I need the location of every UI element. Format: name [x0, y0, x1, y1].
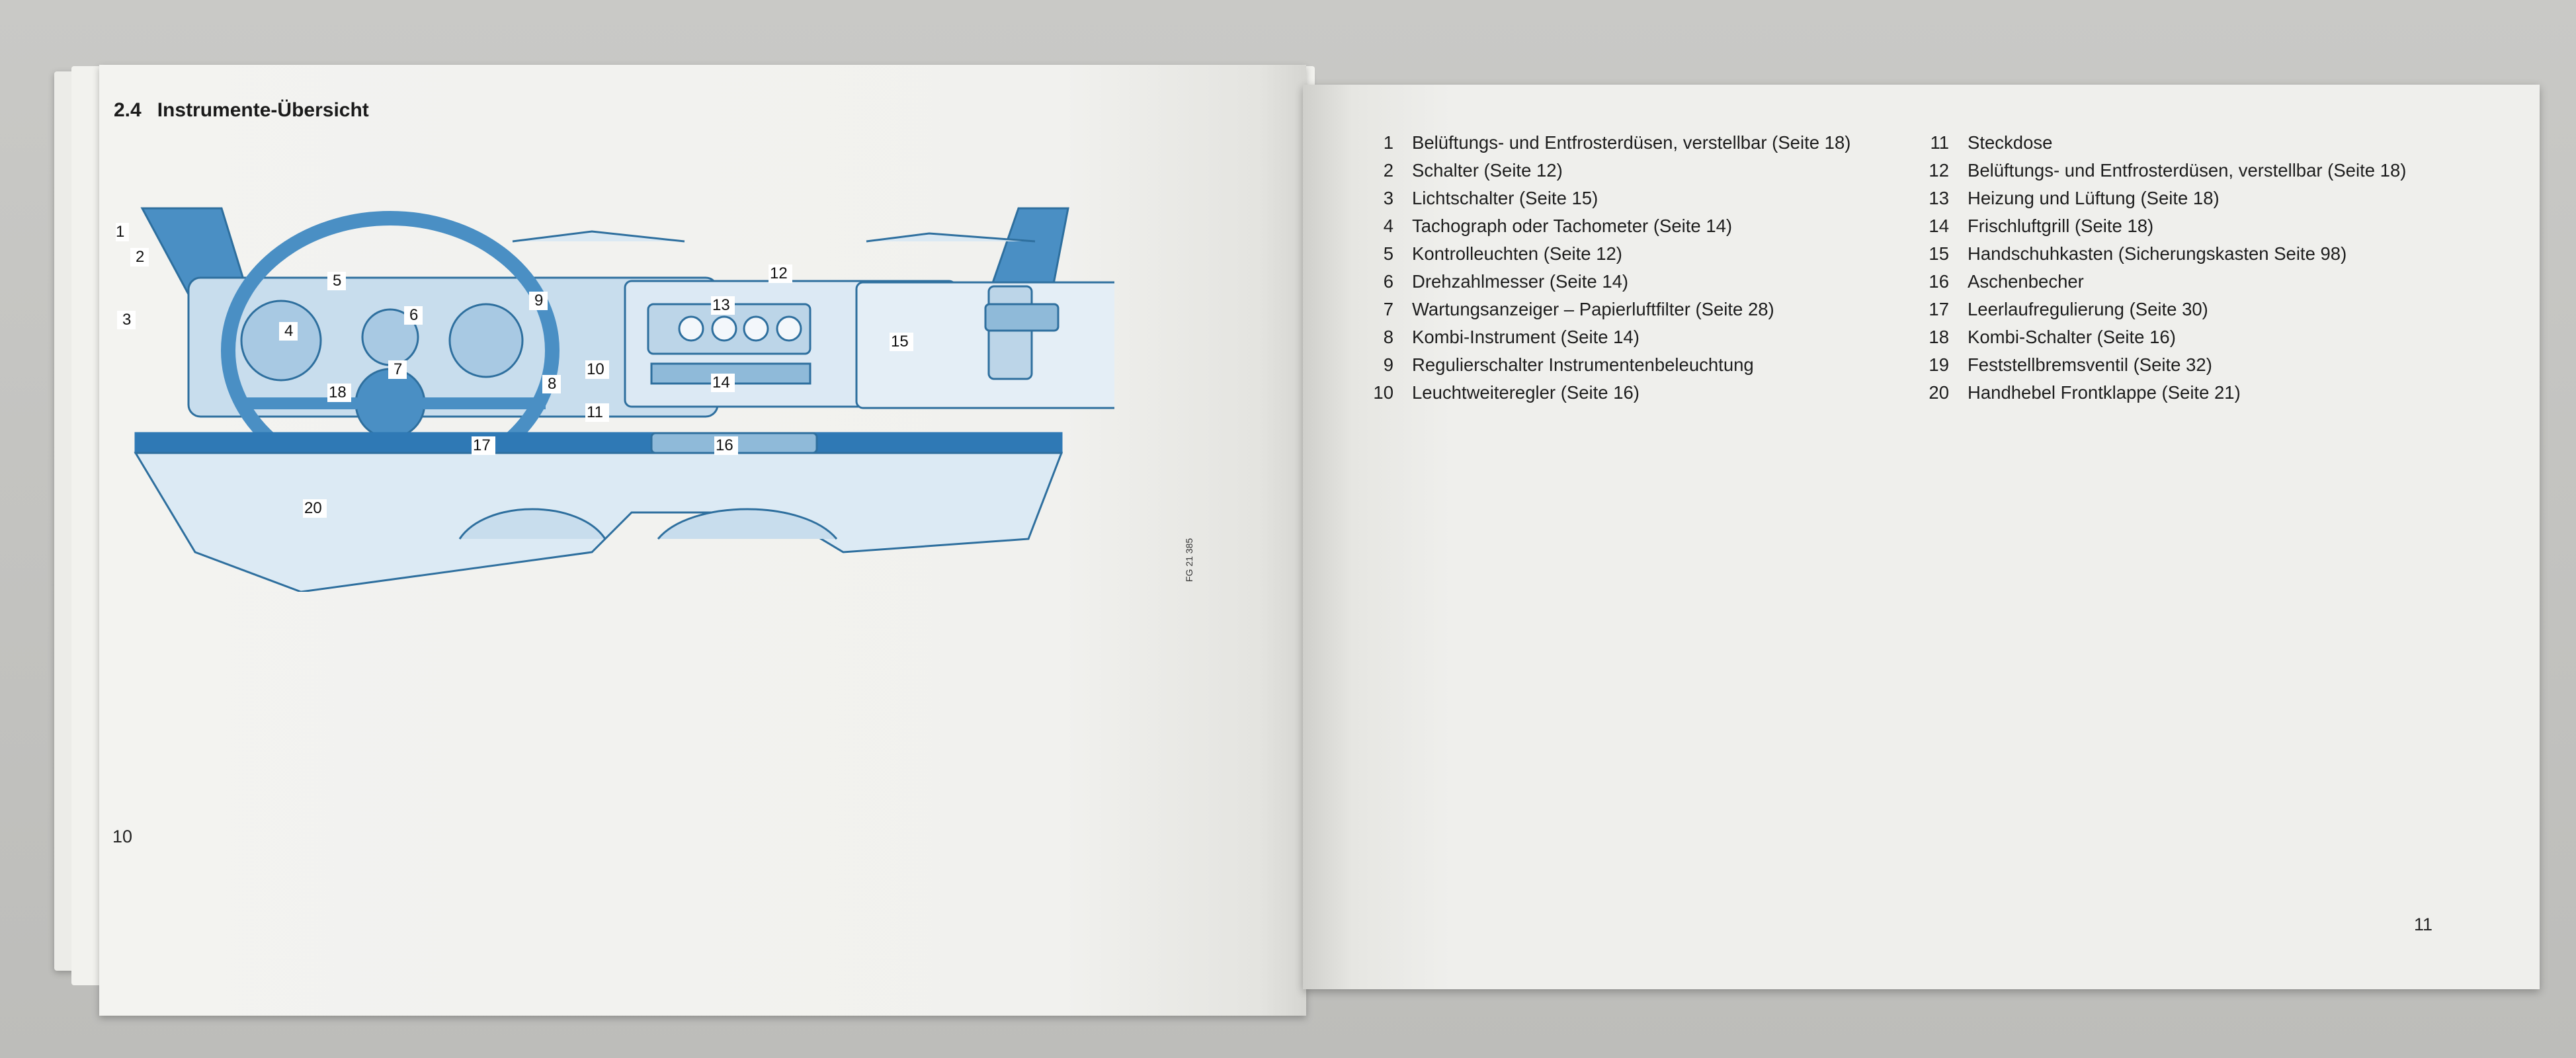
- legend-item: 6 Drehzahlmesser (Seite 14): [1359, 268, 1850, 296]
- legend-number: 14: [1929, 216, 1949, 236]
- legend-column-left: 1 Belüftungs- und Entfrosterdüsen, verste…: [1359, 129, 1850, 407]
- callout-2: 2: [136, 248, 144, 266]
- page-number-left: 10: [112, 827, 133, 846]
- legend-number: 8: [1383, 327, 1393, 347]
- section-number: 2.4: [114, 99, 142, 121]
- legend-number: 18: [1929, 327, 1949, 347]
- legend-item: 12 Belüftungs- und Entfrosterdüsen, verst…: [1915, 157, 2406, 184]
- legend-text: Aschenbecher: [1968, 271, 2084, 292]
- legend-text: Belüftungs- und Entfrosterdüsen, verstel…: [1968, 160, 2407, 181]
- legend-number: 10: [1373, 382, 1393, 403]
- legend-item: 9 Regulierschalter Instrumentenbeleuchtun…: [1359, 351, 1850, 379]
- legend-number: 19: [1929, 354, 1949, 375]
- legend-item: 8 Kombi-Instrument (Seite 14): [1359, 323, 1850, 351]
- legend-text: Leerlaufregulierung (Seite 30): [1968, 299, 2208, 319]
- legend-column-right: 11 Steckdose 12 Belüftungs- und Entfroster…: [1915, 129, 2406, 407]
- dashboard-illustration: 1 2 3 4 5 6 7 8 9 10 11 12 13 14 15 16 1…: [116, 207, 1114, 592]
- callout-10: 10: [587, 360, 604, 378]
- section-title: Instrumente-Übersicht: [157, 99, 369, 121]
- legend-text: Kontrolleuchten (Seite 12): [1412, 243, 1622, 264]
- legend-number: 11: [1930, 132, 1949, 153]
- callout-11: 11: [587, 403, 603, 421]
- legend-number: 5: [1383, 243, 1393, 264]
- legend-text: Lichtschalter (Seite 15): [1412, 188, 1599, 208]
- legend-number: 13: [1929, 188, 1949, 208]
- legend-item: 10 Leuchtweiteregler (Seite 16): [1359, 379, 1850, 407]
- callout-7: 7: [394, 360, 402, 378]
- callout-14: 14: [712, 374, 730, 391]
- legend-text: Handhebel Frontklappe (Seite 21): [1968, 382, 2241, 403]
- legend-number: 12: [1929, 160, 1949, 181]
- legend-text: Leuchtweiteregler (Seite 16): [1412, 382, 1640, 403]
- legend-number: 9: [1383, 354, 1393, 375]
- legend-item: 17 Leerlaufregulierung (Seite 30): [1915, 296, 2406, 323]
- legend-text: Heizung und Lüftung (Seite 18): [1968, 188, 2220, 208]
- callout-1: 1: [116, 223, 124, 241]
- callout-6: 6: [409, 306, 418, 324]
- legend-number: 3: [1383, 188, 1393, 208]
- legend-number: 7: [1383, 299, 1393, 319]
- legend-text: Frischluftgrill (Seite 18): [1968, 216, 2154, 236]
- legend-item: 1 Belüftungs- und Entfrosterdüsen, verste…: [1359, 129, 1851, 157]
- legend-item: 18 Kombi-Schalter (Seite 16): [1915, 323, 2406, 351]
- legend-number: 4: [1383, 216, 1393, 236]
- legend-number: 20: [1929, 382, 1949, 403]
- callout-8: 8: [548, 375, 556, 393]
- callout-9: 9: [534, 292, 543, 309]
- callout-5: 5: [333, 272, 341, 290]
- callout-15: 15: [891, 333, 909, 350]
- legend-text: Kombi-Schalter (Seite 16): [1968, 327, 2176, 347]
- legend-text: Regulierschalter Instrumentenbeleuchtung: [1412, 354, 1754, 375]
- legend-text: Handschuhkasten (Sicherungskasten Seite …: [1968, 243, 2347, 264]
- page-number-right: 11: [2414, 915, 2433, 934]
- legend-text: Belüftungs- und Entfrosterdüsen, verstel…: [1412, 132, 1851, 153]
- section-heading: 2.4 Instrumente-Übersicht: [114, 99, 369, 122]
- callout-17: 17: [473, 436, 491, 454]
- legend-item: 14 Frischluftgrill (Seite 18): [1915, 212, 2406, 240]
- legend-text: Kombi-Instrument (Seite 14): [1412, 327, 1640, 347]
- legend-item: 20 Handhebel Frontklappe (Seite 21): [1915, 379, 2406, 407]
- legend-item: 13 Heizung und Lüftung (Seite 18): [1915, 184, 2406, 212]
- legend-item: 15 Handschuhkasten (Sicherungskasten Seit…: [1915, 240, 2406, 268]
- legend-item: 3 Lichtschalter (Seite 15): [1359, 184, 1850, 212]
- figure-code: FG 21 385: [1184, 538, 1194, 582]
- legend-text: Schalter (Seite 12): [1412, 160, 1563, 181]
- legend-item: 16 Aschenbecher: [1915, 268, 2406, 296]
- right-page: [1303, 85, 2540, 989]
- legend-number: 16: [1929, 271, 1949, 292]
- legend-text: Steckdose: [1968, 132, 2053, 153]
- callout-3: 3: [122, 311, 131, 329]
- callout-13: 13: [712, 296, 730, 314]
- legend-text: Drehzahlmesser (Seite 14): [1412, 271, 1629, 292]
- legend-number: 17: [1929, 299, 1949, 319]
- legend-item: 7 Wartungsanzeiger – Papierluftfilter (Se…: [1359, 296, 1850, 323]
- legend-text: Feststellbremsventil (Seite 32): [1968, 354, 2212, 375]
- legend-text: Tachograph oder Tachometer (Seite 14): [1412, 216, 1733, 236]
- legend-item: 2 Schalter (Seite 12): [1359, 157, 1850, 184]
- legend-item: 5 Kontrolleuchten (Seite 12): [1359, 240, 1850, 268]
- callout-18: 18: [329, 384, 347, 401]
- legend-item: 11 Steckdose: [1915, 129, 2406, 157]
- callout-4: 4: [284, 322, 293, 340]
- callout-12: 12: [770, 264, 788, 282]
- legend-number: 15: [1929, 243, 1949, 264]
- callout-16: 16: [716, 436, 733, 454]
- legend-item: 19 Feststellbremsventil (Seite 32): [1915, 351, 2406, 379]
- legend-text: Wartungsanzeiger – Papierluftfilter (Sei…: [1412, 299, 1774, 319]
- legend-number: 6: [1383, 271, 1393, 292]
- callout-20: 20: [304, 499, 322, 517]
- legend-number: 1: [1383, 132, 1393, 153]
- legend-item: 4 Tachograph oder Tachometer (Seite 14): [1359, 212, 1850, 240]
- legend-number: 2: [1383, 160, 1393, 181]
